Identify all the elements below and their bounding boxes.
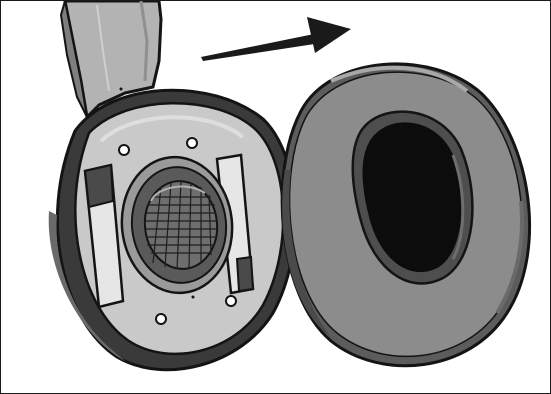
ear-cushion-icon	[282, 64, 529, 366]
removal-arrow-icon	[201, 17, 351, 61]
